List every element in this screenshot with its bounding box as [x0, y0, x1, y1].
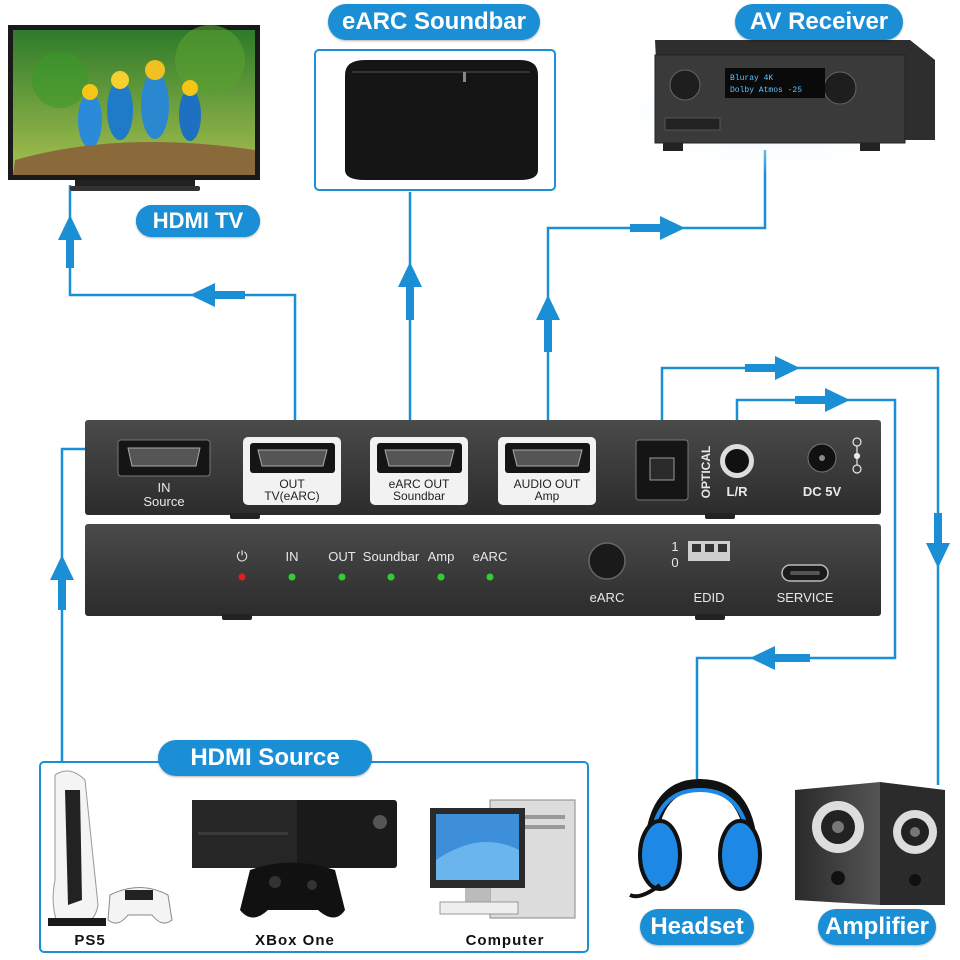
- earc-out-port-label-line2: Soundbar: [392, 489, 446, 503]
- amplifier-label: Amplifier: [818, 909, 936, 945]
- receiver-display-line2: Dolby Atmos -25: [730, 86, 802, 95]
- arrows: [50, 215, 950, 670]
- edid-off-label: 0: [671, 555, 679, 570]
- arrow-up-source: [50, 555, 74, 610]
- earc-soundbar-label: eARC Soundbar: [328, 4, 540, 40]
- xbox-controller: [240, 862, 345, 918]
- arrow-up-soundbar: [398, 262, 422, 320]
- earc-out-port-label-line1: eARC OUT: [388, 477, 450, 491]
- led-label-earc: eARC: [472, 549, 508, 564]
- audio-out-port-label-line2: Amp: [534, 489, 560, 503]
- earc-out-port-label: eARC OUT Soundbar: [370, 478, 468, 502]
- xbox-one-console: [192, 800, 397, 868]
- edid-dip-switch[interactable]: [688, 541, 730, 561]
- hdmi-out-tv-port[interactable]: [243, 437, 341, 505]
- dc-polarity-icon: [852, 437, 862, 474]
- ps5-caption: PS5: [74, 932, 106, 949]
- hdmi-audio-out-port[interactable]: [498, 437, 596, 505]
- led-label-soundbar: Soundbar: [362, 549, 420, 564]
- dc-power-jack[interactable]: [807, 443, 837, 473]
- hdmi-source-label: HDMI Source: [158, 740, 372, 776]
- front-panel: [85, 524, 881, 620]
- in-port-label-line2: Source: [143, 494, 185, 509]
- xbox-caption: XBox One: [255, 932, 335, 949]
- lr-audio-jack[interactable]: [720, 444, 754, 478]
- headset-device: [629, 778, 762, 899]
- audio-out-port-label: AUDIO OUT Amp: [498, 478, 596, 502]
- in-port-label-line1: IN: [157, 480, 171, 495]
- soundbar-led: [387, 573, 395, 581]
- arrow-left-tv: [190, 283, 245, 307]
- back-panel: [85, 420, 881, 519]
- line-lr-to-headset: [695, 398, 897, 785]
- dc-label: DC 5V: [802, 484, 842, 499]
- arrow-up-receiver-1: [536, 295, 560, 352]
- hdmi-tv-label: HDMI TV: [136, 205, 260, 237]
- power-icon: ⏻: [236, 548, 248, 564]
- edid-on-label: 1: [671, 539, 679, 554]
- lr-label: L/R: [726, 484, 748, 499]
- arrow-right-optical: [745, 356, 800, 380]
- earc-led: [486, 573, 494, 581]
- earc-button-label: eARC: [589, 590, 625, 605]
- hdmi-in-port[interactable]: [117, 439, 211, 477]
- ps5-console: [48, 770, 106, 926]
- headset-label: Headset: [640, 909, 754, 945]
- amplifier-speakers: [795, 782, 945, 905]
- ps5-controller: [107, 887, 173, 924]
- av-receiver-label: AV Receiver: [735, 4, 903, 40]
- in-led: [288, 573, 296, 581]
- computer-caption: Computer: [465, 932, 545, 949]
- arrow-down-amp: [926, 513, 950, 568]
- audio-out-port-label-line1: AUDIO OUT: [513, 477, 581, 491]
- hdmi-earc-out-port[interactable]: [370, 437, 468, 505]
- arrow-right-lr: [795, 388, 850, 412]
- soundbar-device: [345, 60, 538, 180]
- edid-label: EDID: [693, 590, 725, 605]
- led-label-in: IN: [285, 549, 299, 564]
- arrow-left-headset: [750, 646, 810, 670]
- optical-label: OPTICAL: [699, 445, 713, 499]
- in-port-label: IN Source: [118, 481, 210, 509]
- arrow-right-receiver: [630, 216, 685, 240]
- optical-port[interactable]: [635, 439, 689, 501]
- led-label-out: OUT: [328, 549, 356, 564]
- service-label: SERVICE: [776, 590, 834, 605]
- out-port-label-line1: OUT: [279, 477, 305, 491]
- computer-device: [430, 799, 576, 919]
- out-led: [338, 573, 346, 581]
- power-led: [238, 573, 246, 581]
- arrow-up-tv: [58, 215, 82, 268]
- amp-led: [437, 573, 445, 581]
- earc-button[interactable]: [588, 542, 626, 580]
- hdmi-tv-device: [8, 25, 260, 191]
- line-audio-to-receiver: [546, 150, 767, 437]
- av-receiver-device: [654, 40, 935, 151]
- receiver-display-line1: Bluray 4K: [730, 74, 773, 83]
- out-port-label-line2: TV(eARC): [264, 489, 320, 503]
- led-label-amp: Amp: [427, 549, 455, 564]
- parrot-illustration: [13, 60, 255, 175]
- out-port-label: OUT TV(eARC): [243, 478, 341, 502]
